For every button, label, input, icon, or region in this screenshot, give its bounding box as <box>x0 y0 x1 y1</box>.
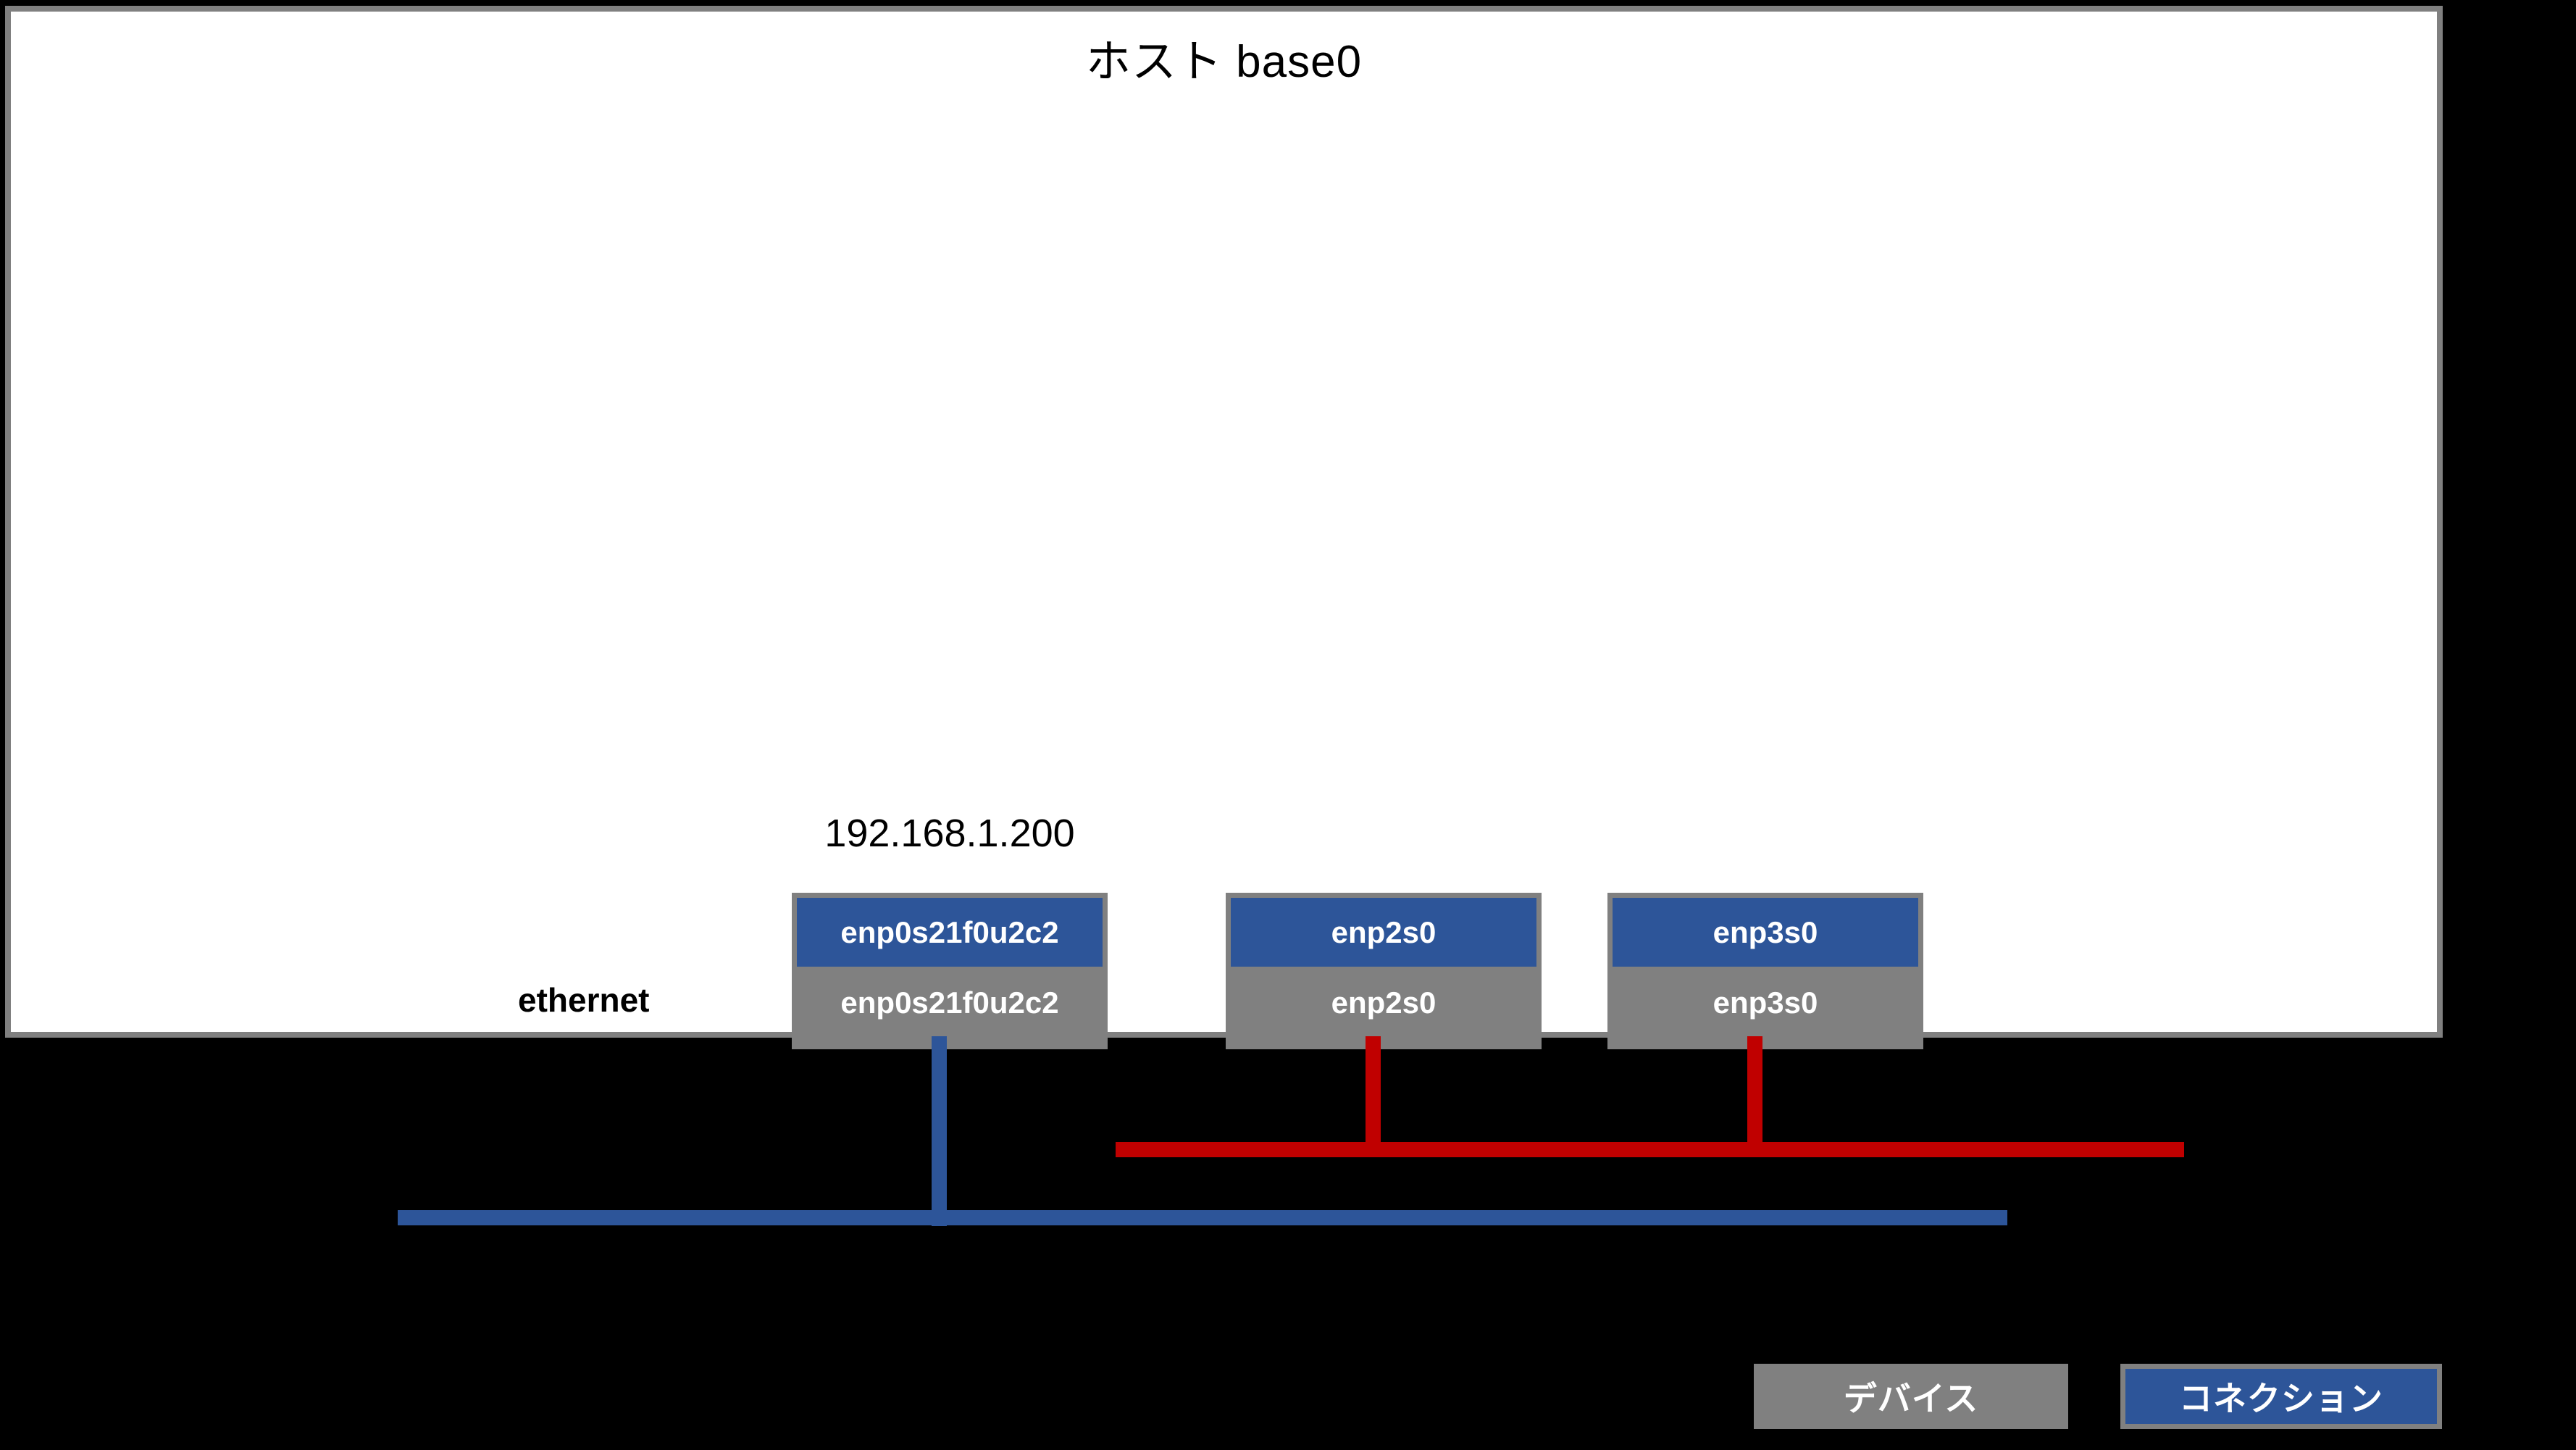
interface-stack-enp0s21f0u2c2[interactable]: enp0s21f0u2c2 enp0s21f0u2c2 <box>792 893 1108 1049</box>
host-panel: ホスト base0 ethernet 192.168.1.200 enp0s21… <box>5 6 2443 1049</box>
device-block-enp2s0[interactable]: enp2s0 <box>1231 967 1536 1039</box>
device-block-enp3s0[interactable]: enp3s0 <box>1613 967 1918 1039</box>
ethernet-row-label: ethernet <box>518 981 650 1019</box>
device-name: enp2s0 <box>1331 986 1437 1020</box>
interface-stack-enp3s0[interactable]: enp3s0 enp3s0 <box>1607 893 1923 1049</box>
legend-connection-button[interactable]: コネクション <box>2120 1364 2442 1429</box>
device-name: enp0s21f0u2c2 <box>840 986 1059 1020</box>
connection-name: enp0s21f0u2c2 <box>840 914 1059 949</box>
wire-red-bus <box>1116 1142 2184 1157</box>
device-name: enp3s0 <box>1713 986 1818 1020</box>
legend-device-button[interactable]: デバイス <box>1754 1364 2068 1429</box>
wire-red-drop-enp3s0 <box>1747 1036 1762 1157</box>
ip-address-label: 192.168.1.200 <box>824 812 1075 855</box>
connection-block-enp2s0[interactable]: enp2s0 <box>1231 898 1536 967</box>
wire-blue-bus <box>398 1210 2007 1225</box>
connection-name: enp3s0 <box>1713 914 1818 949</box>
connection-name: enp2s0 <box>1331 914 1437 949</box>
interface-stack-enp2s0[interactable]: enp2s0 enp2s0 <box>1226 893 1542 1049</box>
connection-block-enp3s0[interactable]: enp3s0 <box>1613 898 1918 967</box>
device-block-enp0s21f0u2c2[interactable]: enp0s21f0u2c2 <box>797 967 1103 1039</box>
wire-blue-drop-enp0s21f0u2c2 <box>932 1036 947 1226</box>
wire-red-drop-enp2s0 <box>1366 1036 1381 1157</box>
host-title: ホスト base0 <box>1085 37 1363 87</box>
connection-block-enp0s21f0u2c2[interactable]: enp0s21f0u2c2 <box>797 898 1103 967</box>
